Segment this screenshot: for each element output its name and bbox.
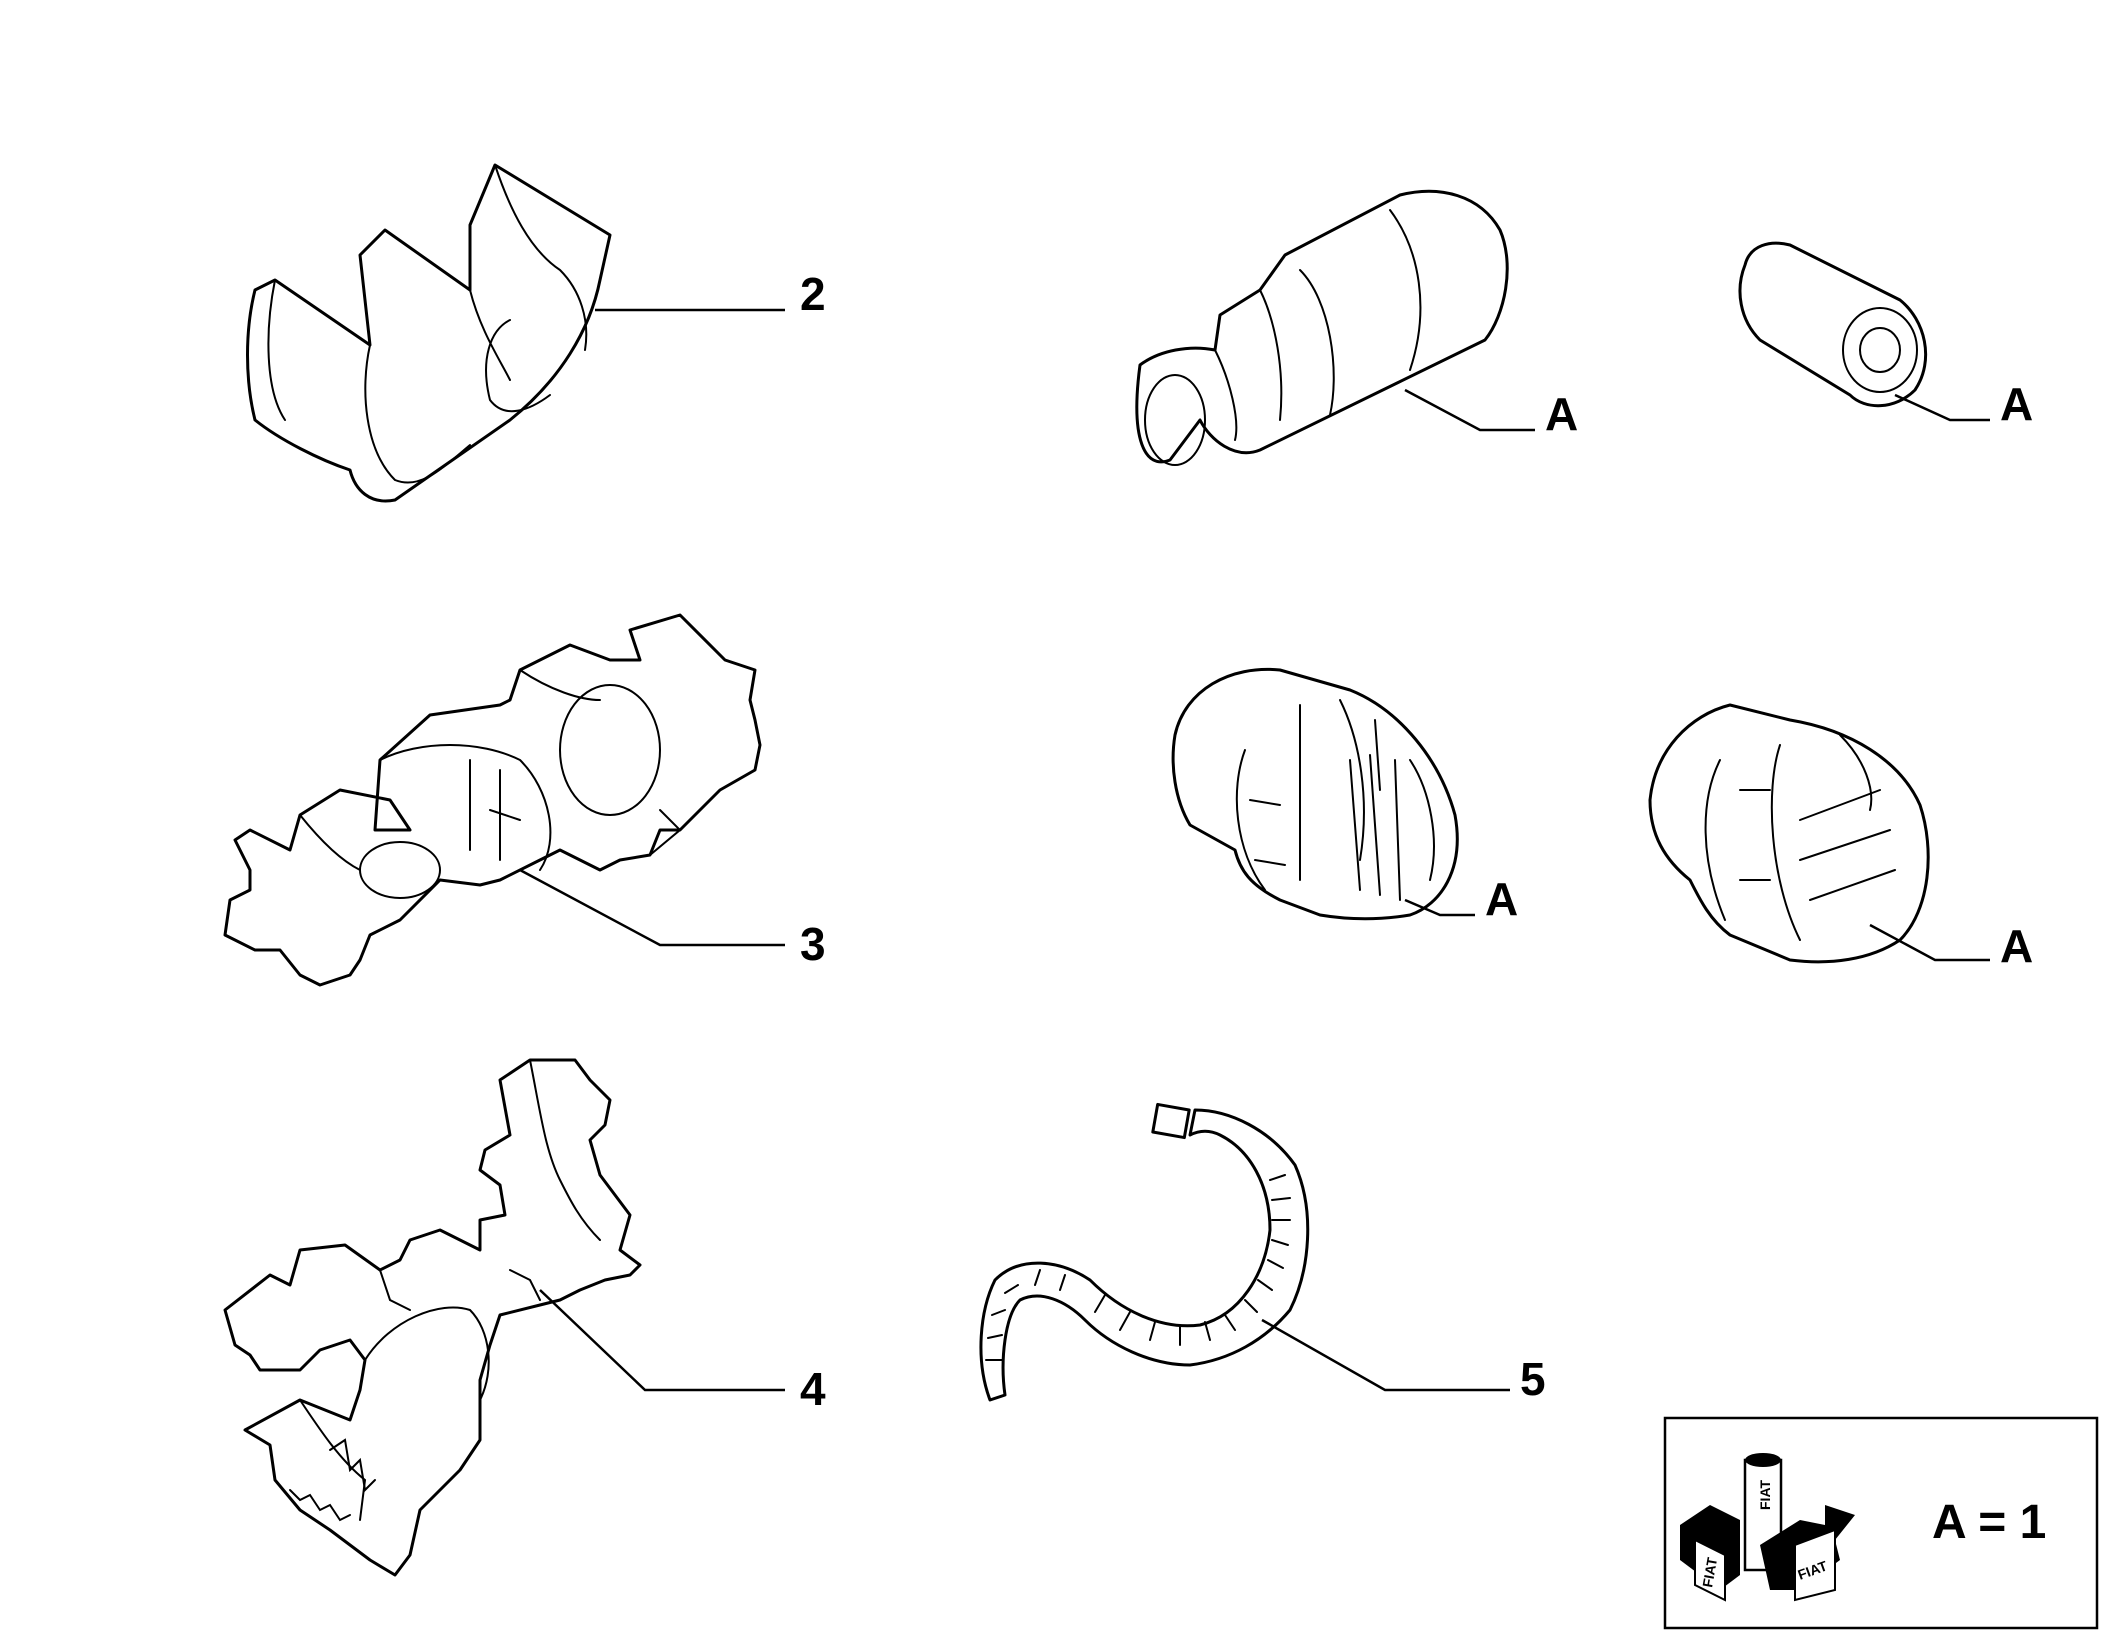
- leader-5: [1261, 1318, 1510, 1392]
- cap-right: [1648, 703, 1930, 964]
- legend-equation: A = 1: [1932, 1496, 2046, 1549]
- callout-sleeve-large: A: [1545, 388, 1578, 440]
- part-5-cable-tie: [979, 1102, 1310, 1402]
- leader-cap-left: [1404, 898, 1475, 917]
- logo-text-left: FIAT: [1699, 1556, 1720, 1589]
- callout-cap-left: A: [1485, 873, 1518, 925]
- callout-4: 4: [800, 1363, 826, 1415]
- leader-cap-right: [1869, 923, 1990, 962]
- callout-2: 2: [800, 268, 826, 320]
- sleeve-large: [1135, 189, 1509, 466]
- part-2-clip: [246, 163, 612, 503]
- callout-5: 5: [1520, 1353, 1546, 1405]
- leader-sleeve-small: [1894, 393, 1990, 422]
- fiat-logo-icon: FIAT FIAT FIAT: [1680, 1453, 1855, 1602]
- callout-3: 3: [800, 918, 826, 970]
- part-3-double-clip: [223, 613, 762, 987]
- part-4-cable-clip: [223, 1058, 642, 1577]
- sleeve-small: [1738, 241, 1928, 408]
- callout-cap-right: A: [2000, 920, 2033, 972]
- leader-sleeve-large: [1404, 388, 1535, 432]
- callout-sleeve-small: A: [2000, 378, 2033, 430]
- legend-box: FIAT FIAT FIAT A = 1: [1663, 1416, 2099, 1630]
- leader-3: [519, 868, 785, 947]
- cap-left: [1171, 667, 1459, 921]
- leader-4: [539, 1289, 785, 1392]
- logo-text-cylinder: FIAT: [1757, 1479, 1773, 1510]
